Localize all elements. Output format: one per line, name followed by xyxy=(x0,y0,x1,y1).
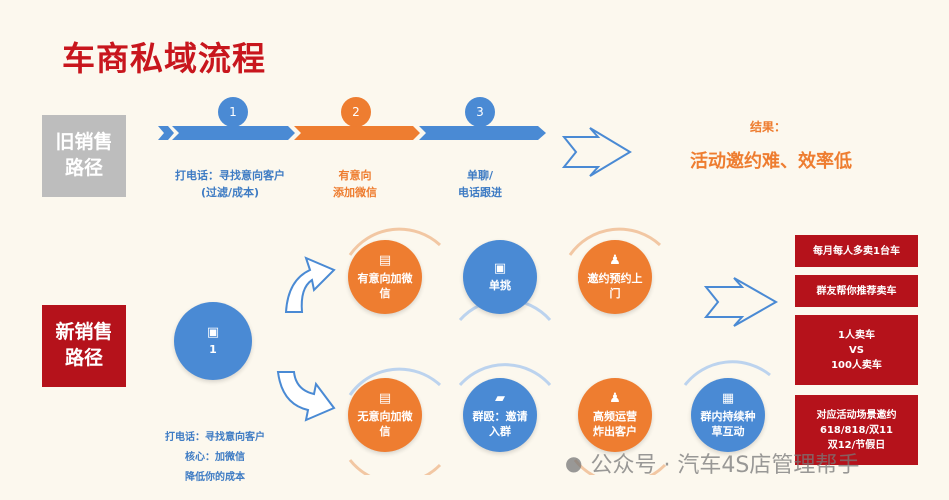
users-icon: ♟ xyxy=(609,391,621,407)
cycle-arcs xyxy=(348,227,771,475)
page-title: 车商私域流程 xyxy=(62,39,266,78)
top-step-1: ▤有意向加微 信 xyxy=(348,240,422,314)
curved-arrow-up-icon xyxy=(284,256,336,313)
new-path-label: 新销售 路径 xyxy=(42,305,126,387)
bottom-step-2: ▰群殴：邀请 入群 xyxy=(463,378,537,452)
wechat-icon: ● xyxy=(565,451,583,475)
old-step-2-text: 有意向 添加微信 xyxy=(333,169,377,199)
new-start-circle: ▣1 xyxy=(174,302,252,380)
users-icon: ♟ xyxy=(609,253,621,269)
watermark: ●公众号 · 汽车4S店管理帮手 xyxy=(565,451,860,478)
result-text: 活动邀约难、效率低 xyxy=(690,151,852,172)
outcome-box-3: 1人卖车 VS 100人卖车 xyxy=(795,315,918,385)
outline-arrow-icon xyxy=(561,127,632,177)
old-path-arrow-bar xyxy=(158,126,546,140)
old-step-1-badge: 1 xyxy=(218,97,248,127)
old-step-3-badge: 3 xyxy=(465,97,495,127)
old-path-label: 旧销售 路径 xyxy=(42,115,126,197)
bottom-step-4: ▦群内持续种 草互动 xyxy=(691,378,765,452)
top-step-2: ▣单挑 xyxy=(463,240,537,314)
outcome-box-4: 对应活动场景邀约 618/818/双11 双12/节假日 xyxy=(795,395,918,465)
phone-icon: ▣ xyxy=(206,324,220,340)
chat-icon: ▣ xyxy=(493,260,507,276)
outcome-box-2: 群友帮你推荐卖车 xyxy=(795,275,918,307)
old-step-3-text: 单聊/ 电话跟进 xyxy=(458,169,502,199)
outcome-box-1: 每月每人多卖1台车 xyxy=(795,235,918,267)
clipboard-icon: ▤ xyxy=(378,253,392,269)
old-step-1-text: 打电话：寻找意向客户 (过滤/成本) xyxy=(175,169,285,199)
bottom-step-3: ♟高频运营 炸出客户 xyxy=(578,378,652,452)
grid-icon: ▦ xyxy=(721,391,735,407)
new-start-text: 打电话：寻找意向客户核心：加微信降低你的成本 xyxy=(165,432,265,483)
bottom-step-1: ▤无意向加微 信 xyxy=(348,378,422,452)
clipboard-icon: ▤ xyxy=(378,391,392,407)
result-label: 结果： xyxy=(750,120,787,134)
old-step-2-badge: 2 xyxy=(341,97,371,127)
outline-arrow-icon xyxy=(703,277,779,327)
top-step-3: ♟邀约预约上 门 xyxy=(578,240,652,314)
curved-arrow-down-icon xyxy=(276,371,336,422)
folder-icon: ▰ xyxy=(495,391,505,407)
